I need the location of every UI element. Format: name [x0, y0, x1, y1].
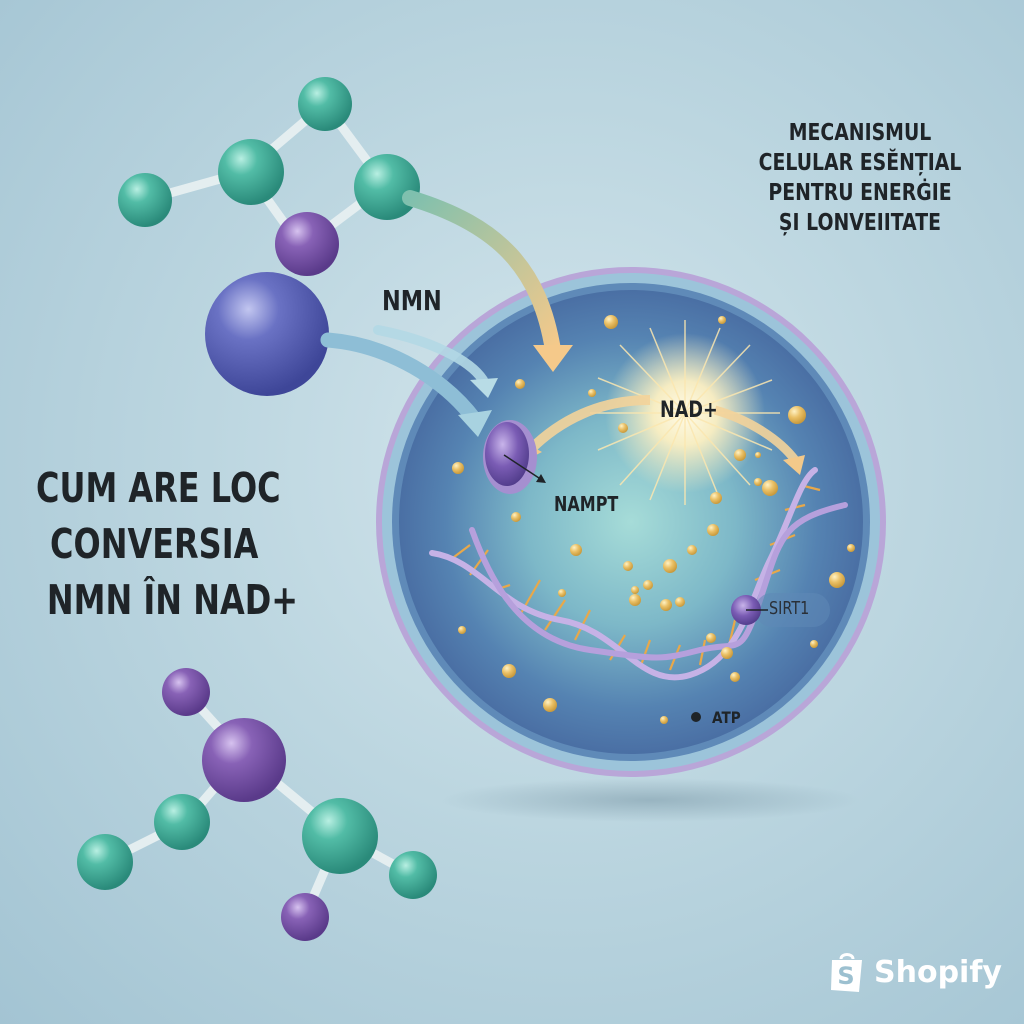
- label-nad: NAD+: [660, 398, 718, 423]
- main-title: CUM ARE LOC CONVERSIA NMN ÎN NAD+: [36, 460, 298, 628]
- cell-shadow: [440, 778, 860, 822]
- brand-name: Shopify: [874, 954, 1002, 990]
- subtitle-block: MECANISMUL CELULAR ESĔNȚIAL PENTRU ENERĠ…: [758, 118, 963, 238]
- subtitle-line: CELULAR ESĔNȚIAL: [758, 150, 962, 176]
- atom-teal: [218, 139, 284, 205]
- atp-dot: [691, 712, 701, 722]
- label-nmn: NMN: [382, 284, 442, 317]
- arrows-in: [320, 190, 573, 437]
- atom-teal: [354, 154, 420, 220]
- dna-helix: [429, 467, 848, 681]
- molecule-top: [118, 77, 420, 276]
- subtitle-line: PENTRU ENERĠIE: [768, 180, 952, 206]
- title-line: CONVERSIA: [50, 520, 259, 568]
- atom-teal: [154, 794, 210, 850]
- cell: [376, 267, 886, 777]
- label-atp: ATP: [712, 708, 741, 727]
- title-line: CUM ARE LOC: [36, 464, 281, 512]
- subtitle-line: ȘI LONVEIITATE: [778, 210, 942, 236]
- atom-teal: [77, 834, 133, 890]
- label-sirt1: SIRT1: [769, 598, 810, 619]
- atom-purple: [162, 668, 210, 716]
- atom-purple: [202, 718, 286, 802]
- nampt-enzyme: [483, 420, 546, 494]
- label-nampt: NAMPT: [554, 492, 619, 516]
- nad-burst: [590, 320, 780, 505]
- shopify-bag-icon: S: [831, 953, 862, 992]
- atom-teal: [302, 798, 378, 874]
- title-line: NMN ÎN NAD+: [46, 576, 299, 624]
- atom-purple: [281, 893, 329, 941]
- molecule-bottom: [77, 668, 437, 941]
- sirt1-marker: [731, 593, 830, 627]
- svg-text:S: S: [837, 962, 854, 990]
- brand-logo: S Shopify: [828, 950, 1002, 994]
- subtitle-line: MECANISMUL: [788, 120, 932, 146]
- atom-teal: [389, 851, 437, 899]
- atom-nmn: [205, 272, 329, 396]
- atom-teal: [118, 173, 172, 227]
- particles: [452, 315, 855, 724]
- atom-teal: [298, 77, 352, 131]
- atom-purple: [275, 212, 339, 276]
